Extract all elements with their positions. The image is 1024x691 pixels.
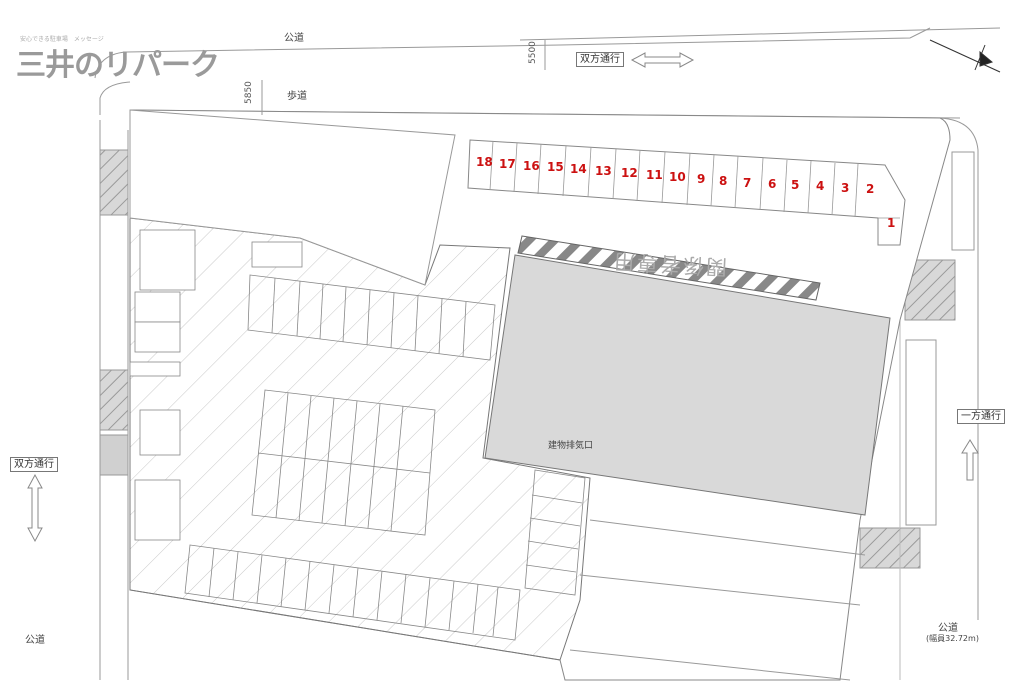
logo-tagline: 安心できる駐車場 メッセージ xyxy=(20,36,104,43)
space-number: 11 xyxy=(646,168,663,182)
space-number: 13 xyxy=(595,164,612,178)
two-way-arrow-top-icon xyxy=(630,52,695,68)
public-road-left-label: 公道 xyxy=(25,635,45,646)
space-number: 16 xyxy=(523,159,540,173)
dimension-5850: 5850 xyxy=(244,81,254,104)
two-way-left-label: 双方通行 xyxy=(10,457,58,472)
space-number: 8 xyxy=(719,174,728,188)
space-number: 10 xyxy=(669,170,686,184)
one-way-right-label: 一方通行 xyxy=(957,409,1005,424)
road-width-label: (幅員32.72m) xyxy=(926,634,979,643)
one-way-arrow-icon xyxy=(961,439,979,481)
building-vent-label: 建物排気口 xyxy=(548,441,594,451)
two-way-arrow-left-icon xyxy=(27,473,43,543)
space-number: 12 xyxy=(621,166,638,180)
staff-only-marking: 関係者専用 xyxy=(611,249,728,279)
public-road-bottom-right-label: 公道 xyxy=(938,623,958,634)
space-number: 5 xyxy=(791,178,800,192)
space-number: 3 xyxy=(841,181,850,195)
space-number: 7 xyxy=(743,176,752,190)
space-number: 1 xyxy=(887,216,896,230)
space-number: 4 xyxy=(816,179,825,193)
sidewalk-label: 歩道 xyxy=(287,91,307,102)
space-number: 9 xyxy=(697,172,706,186)
two-way-top-label: 双方通行 xyxy=(576,52,624,67)
dimension-5500: 5500 xyxy=(528,41,538,64)
space-number: 17 xyxy=(499,157,516,171)
space-number: 14 xyxy=(570,162,587,176)
compass-icon xyxy=(929,39,1001,73)
public-road-top-label: 公道 xyxy=(284,33,304,44)
space-number: 18 xyxy=(476,155,493,169)
logo-name: 三井のリパーク xyxy=(16,48,220,83)
space-number: 6 xyxy=(768,177,777,191)
space-number: 2 xyxy=(866,182,875,196)
space-number: 15 xyxy=(547,160,564,174)
